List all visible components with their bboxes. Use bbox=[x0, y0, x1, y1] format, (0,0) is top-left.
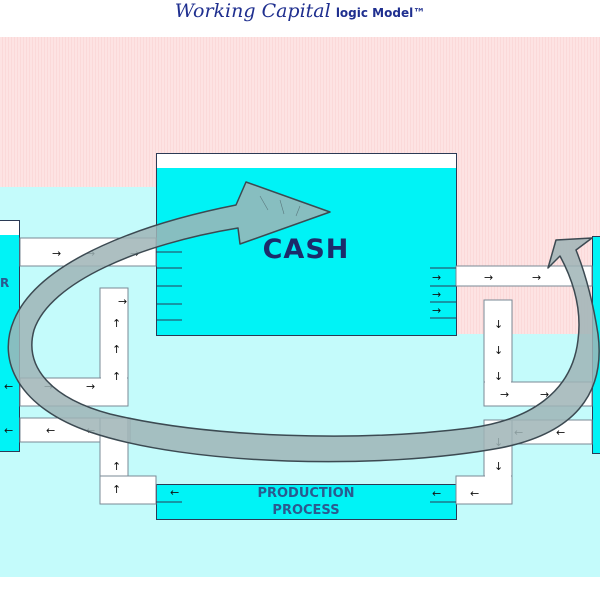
left-arrow-icon: ← bbox=[4, 424, 13, 437]
right-arrow-icon: → bbox=[432, 288, 441, 301]
left-box-top-strip bbox=[0, 221, 19, 235]
up-arrow-icon: ↑ bbox=[112, 483, 121, 496]
right-arrow-icon: → bbox=[500, 388, 509, 401]
up-arrow-icon: ↑ bbox=[112, 317, 121, 330]
right-arrow-icon: → bbox=[52, 247, 61, 260]
right-arrow-icon: → bbox=[532, 271, 541, 284]
right-arrow-icon: → bbox=[86, 380, 95, 393]
left-arrow-icon: ← bbox=[170, 486, 179, 499]
left-arrow-icon: ← bbox=[470, 487, 479, 500]
production-label-line1: PRODUCTION bbox=[257, 486, 355, 501]
cash-box bbox=[156, 153, 457, 336]
left-arrow-icon: ← bbox=[46, 424, 55, 437]
down-arrow-icon: ↓ bbox=[494, 318, 503, 331]
left-arrow-icon: ← bbox=[556, 426, 565, 439]
cash-label: CASH bbox=[262, 234, 350, 265]
channel-bottom-left bbox=[99, 475, 157, 505]
up-arrow-icon: ↑ bbox=[112, 343, 121, 356]
production-box bbox=[156, 484, 457, 520]
right-arrow-icon: → bbox=[118, 295, 127, 308]
title-logic-model: logic Model™ bbox=[335, 6, 426, 20]
left-box-label: R bbox=[0, 276, 10, 290]
up-arrow-icon: ↑ bbox=[112, 370, 121, 383]
up-arrow-icon: ↑ bbox=[112, 460, 121, 473]
cycle-arrow-icon bbox=[7, 181, 600, 463]
diagram-title: Working Capital logic Model™ bbox=[0, 0, 600, 24]
right-arrow-icon: → bbox=[432, 271, 441, 284]
down-arrow-icon: ↓ bbox=[494, 460, 503, 473]
left-arrow-icon: ← bbox=[4, 380, 13, 393]
production-label-line2: PROCESS bbox=[272, 503, 340, 518]
channel-cash-to-right bbox=[455, 265, 593, 287]
left-arrow-icon: ← bbox=[432, 487, 441, 500]
right-arrow-icon: → bbox=[540, 388, 549, 401]
title-working-capital: Working Capital bbox=[174, 0, 331, 22]
cash-box-top-strip bbox=[157, 154, 456, 168]
right-arrow-icon: → bbox=[432, 304, 441, 317]
right-arrow-icon: → bbox=[484, 271, 493, 284]
production-label: PRODUCTION PROCESS bbox=[156, 485, 456, 519]
down-arrow-icon: ↓ bbox=[494, 370, 503, 383]
down-arrow-icon: ↓ bbox=[494, 344, 503, 357]
